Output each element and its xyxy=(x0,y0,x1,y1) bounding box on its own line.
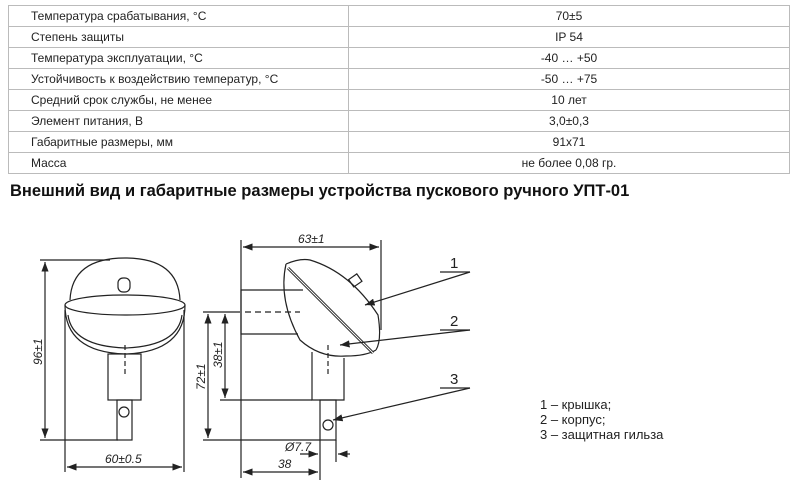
spec-value: 91x71 xyxy=(348,131,790,153)
dim-top: 63±1 xyxy=(298,232,325,246)
table-row: Температура эксплуатации, °C-40 … +50 xyxy=(8,47,790,69)
spec-label: Масса xyxy=(8,152,349,174)
dim-diameter: Ø7.7 xyxy=(284,440,312,454)
side-view: 63±1 38±1 72±1 Ø7.7 38 xyxy=(194,232,382,480)
front-view: 96±1 60±0.5 xyxy=(31,257,186,472)
dim-width: 60±0.5 xyxy=(105,452,142,466)
callouts: 1 2 3 xyxy=(332,255,471,422)
spec-label: Габаритные размеры, мм xyxy=(8,131,349,153)
legend-item: 1 – крышка; xyxy=(540,397,612,412)
callout-2: 2 xyxy=(450,313,458,330)
legend-item: 3 – защитная гильза xyxy=(540,427,664,442)
spec-value: не более 0,08 гр. xyxy=(348,152,790,174)
dim-72: 72±1 xyxy=(194,363,208,390)
section-title: Внешний вид и габаритные размеры устройс… xyxy=(10,182,630,200)
callout-3: 3 xyxy=(450,371,458,388)
callout-1: 1 xyxy=(450,255,458,272)
dim-height: 96±1 xyxy=(31,338,45,365)
dim-38b: 38 xyxy=(278,457,292,471)
dim-38: 38±1 xyxy=(211,341,225,368)
spec-label: Температура эксплуатации, °C xyxy=(8,47,349,69)
legend-item: 2 – корпус; xyxy=(540,412,606,427)
